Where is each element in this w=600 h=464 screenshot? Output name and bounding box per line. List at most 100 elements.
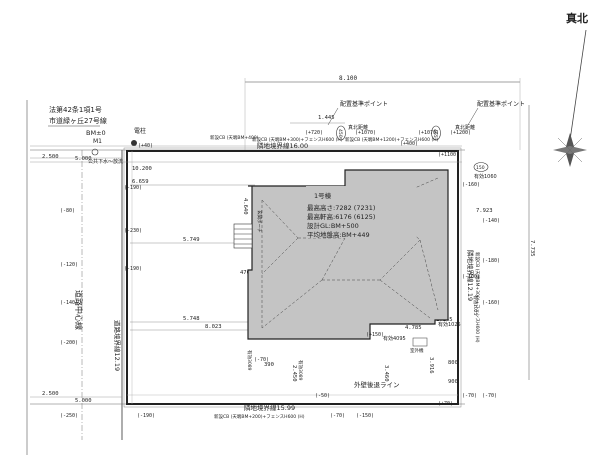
dim-4785: 4.785	[405, 325, 422, 331]
dim-5000-bottom: 5.000	[75, 398, 92, 404]
dim-overall: 8.100	[339, 75, 357, 82]
svg-text:(-100): (-100)	[462, 274, 480, 280]
svg-text:465: 465	[432, 129, 438, 138]
ref-circle-c	[473, 162, 489, 172]
building-design-gl: 設計GL:BM+500	[307, 221, 359, 230]
pole-label: 電柱	[134, 127, 146, 135]
true-north-dist-b: 真北距離	[455, 124, 475, 131]
dim-900: 900	[448, 379, 458, 385]
entrance-porch: 玄関ポーチ	[233, 210, 263, 249]
ref-point-b: 配置基準ポイント	[477, 100, 525, 108]
svg-text:150: 150	[476, 165, 485, 171]
level-annotations: (-80) (-120) (-140) (-200) (-250) (-190)…	[60, 130, 500, 419]
building-max-eave: 最高軒高:6176 (6125)	[307, 212, 375, 221]
fence-bottom: 新設CB (天端BM+200)+フェンスH600 (H)	[214, 413, 305, 420]
building-avg-ground: 平均地盤高:BM+449	[307, 230, 370, 239]
ac-unit-icon	[412, 337, 428, 347]
road-name-text: 市道緑ヶ丘27号線	[49, 116, 107, 125]
svg-text:(+70): (+70)	[438, 401, 453, 407]
boundary-right-label: 隣地境界線12.19	[466, 250, 475, 301]
svg-text:(+40): (+40)	[138, 143, 153, 149]
dim-5749: 5.749	[183, 237, 200, 243]
svg-text:(+720): (+720)	[305, 130, 323, 136]
svg-text:(-70): (-70)	[482, 393, 497, 399]
dim-1445: 1.445	[318, 115, 335, 121]
bm-label: BM±0	[86, 129, 106, 137]
svg-text:(+400): (+400)	[400, 141, 418, 147]
road-info: 法第42条1項1号 市道緑ヶ丘27号線 BM±0 M1 電柱 公共下水〜放流 道…	[48, 105, 146, 330]
gutter-label: 公共下水〜放流	[88, 158, 123, 165]
fence-right: 新設CB (天端BM+300)+フェンスH600 (H)	[474, 252, 481, 343]
dim-7923: 7.923	[476, 208, 493, 214]
svg-text:(-190): (-190)	[124, 266, 142, 272]
dim-390: 390	[264, 362, 274, 368]
effective-e: 有効4095	[383, 335, 406, 342]
svg-text:(-70): (-70)	[254, 357, 269, 363]
fence-top-left: 新設CB (天端BM+400)	[210, 134, 259, 141]
svg-text:(+150): (+150)	[366, 332, 384, 338]
effective-a: 有効1060	[474, 173, 497, 180]
road-center-label: 道路中心線	[74, 290, 84, 330]
svg-text:(+1200): (+1200)	[450, 130, 471, 136]
true-north-label: 真北	[566, 11, 588, 25]
dim-800: 800	[448, 360, 458, 366]
dim-7735: 7.735	[529, 240, 535, 257]
pole-icon	[131, 140, 137, 146]
ref-circle-b	[431, 125, 441, 141]
svg-text:(-160): (-160)	[482, 300, 500, 306]
ref-point-a: 配置基準ポイント	[340, 100, 388, 108]
true-north-dist-a: 真北距離	[348, 124, 368, 131]
ref-circle-a	[336, 125, 346, 141]
ac-label: 室外機	[410, 347, 424, 354]
svg-text:(-140): (-140)	[482, 218, 500, 224]
building-footprint: 1号棟 最高高さ:7282 (7231) 最高軒高:6176 (6125) 設計…	[247, 169, 449, 340]
dim-8023: 8.023	[205, 324, 222, 330]
svg-text:(-160): (-160)	[462, 182, 480, 188]
fence-top: 新設CB (天端BM+300)+フェンスH600 (H)	[252, 136, 343, 143]
m1-label: M1	[93, 138, 102, 145]
svg-text:(-190): (-190)	[137, 413, 155, 419]
svg-text:(-230): (-230)	[124, 228, 142, 234]
boundary-left-label: 道路境界線12.19	[113, 320, 122, 371]
building-name: 1号棟	[314, 191, 332, 200]
dim-10200: 10.200	[132, 166, 152, 172]
dim-3460: 3.460	[383, 365, 389, 382]
dim-5748: 5.748	[183, 316, 200, 322]
dim-2500-bottom: 2.500	[42, 391, 59, 397]
wall-retreat-label: 外壁後退ライン	[354, 380, 400, 389]
effective-b: 有効1025	[438, 321, 461, 328]
dim-5000: 5.000	[75, 156, 92, 162]
svg-text:(-200): (-200)	[60, 340, 78, 346]
svg-text:(-140): (-140)	[60, 300, 78, 306]
svg-text:(+1070): (+1070)	[355, 130, 376, 136]
road-law-text: 法第42条1項1号	[49, 105, 102, 114]
svg-text:(-180): (-180)	[482, 258, 500, 264]
fence-top-right: 新設CB (天端BM+1200)+フェンスH600 (H)	[345, 136, 439, 143]
svg-text:(-70): (-70)	[330, 413, 345, 419]
effective-f: 有効3089	[297, 360, 304, 381]
dim-2450: 2.450	[291, 365, 297, 382]
entrance-label: 玄関ポーチ	[256, 210, 263, 233]
svg-text:(-250): (-250)	[60, 413, 78, 419]
compass: 真北	[553, 11, 588, 167]
dim-2500-top: 2.500	[42, 154, 59, 160]
lot-outline	[126, 150, 459, 405]
effective-c: 有効1025	[472, 295, 479, 316]
svg-text:450: 450	[337, 129, 343, 138]
svg-text:(-80): (-80)	[60, 208, 75, 214]
dim-6659: 6.659	[132, 179, 149, 185]
svg-text:(-70): (-70)	[462, 393, 477, 399]
boundary-bottom-label: 隣地境界線15.99	[244, 403, 295, 412]
svg-text:(+1070): (+1070)	[418, 130, 439, 136]
svg-text:(-190): (-190)	[124, 185, 142, 191]
dim-4640: 4.640	[242, 198, 248, 215]
effective-d: 有効3089	[246, 350, 253, 371]
svg-text:(-50): (-50)	[315, 393, 330, 399]
dim-470: 470	[240, 270, 250, 276]
svg-text:(+1100): (+1100)	[438, 152, 459, 158]
boundary-top-label: 隣地境界線16.00	[257, 141, 308, 150]
dim-3916: 3.916	[428, 357, 434, 374]
svg-text:(-150): (-150)	[356, 413, 374, 419]
building-max-height: 最高高さ:7282 (7231)	[307, 203, 375, 212]
